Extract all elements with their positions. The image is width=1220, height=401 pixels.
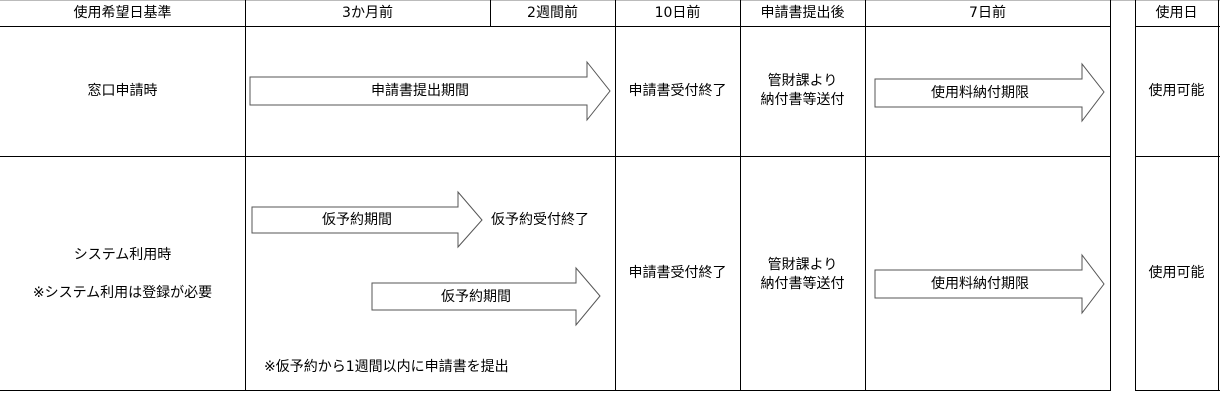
grid-line xyxy=(740,0,741,391)
arrow-provisional-period-2 xyxy=(371,266,601,327)
row2-after-line1: 管財課より xyxy=(767,257,838,273)
row2-provisional2-label: 仮予約期間 xyxy=(441,289,511,305)
arrow-provisional-period-1 xyxy=(251,190,483,249)
grid-line xyxy=(0,26,1111,27)
row2-ten-days: 申請書受付終了 xyxy=(628,265,727,281)
row1-arrow-submit-label: 申請書提出期間 xyxy=(371,83,469,99)
grid-line xyxy=(615,0,616,391)
header-seven-days: 7日前 xyxy=(969,5,1006,21)
grid-line xyxy=(0,0,1220,1)
grid-line xyxy=(245,0,246,391)
row2-provisional1-label: 仮予約期間 xyxy=(322,212,392,228)
grid-line xyxy=(490,0,491,26)
header-ten-days: 10日前 xyxy=(654,5,701,21)
arrow-fee-deadline-row2 xyxy=(874,253,1105,315)
row1-ten-days: 申請書受付終了 xyxy=(628,83,727,99)
row2-label: システム利用時 xyxy=(73,247,172,263)
grid-line xyxy=(0,390,1111,391)
header-three-months: 3か月前 xyxy=(342,5,393,21)
row1-use-day: 使用可能 xyxy=(1148,83,1205,99)
row1-fee-label: 使用料納付期限 xyxy=(931,85,1029,101)
grid-line xyxy=(1110,0,1111,391)
header-use-day: 使用日 xyxy=(1155,5,1198,21)
grid-line xyxy=(865,0,866,391)
grid-line xyxy=(1135,0,1136,391)
grid-line xyxy=(0,156,1111,157)
header-after-submission: 申請書提出後 xyxy=(760,5,845,21)
header-basis: 使用希望日基準 xyxy=(73,5,172,21)
grid-line xyxy=(1135,156,1220,157)
row2-use-day: 使用可能 xyxy=(1148,265,1205,281)
arrow-fee-deadline-row1 xyxy=(874,62,1105,123)
row2-after-line2: 納付書等送付 xyxy=(760,276,845,292)
row2-fee-label: 使用料納付期限 xyxy=(931,276,1029,292)
grid-line xyxy=(1135,390,1220,391)
row1-label: 窓口申請時 xyxy=(87,83,158,99)
header-two-weeks: 2週間前 xyxy=(527,5,578,21)
row2-provisional-end: 仮予約受付終了 xyxy=(491,212,589,228)
row2-label-note: ※システム利用は登録が必要 xyxy=(32,285,213,301)
row2-provisional-note: ※仮予約から1週間以内に申請書を提出 xyxy=(264,359,509,375)
row1-after-line2: 納付書等送付 xyxy=(760,92,845,108)
grid-line xyxy=(1218,0,1219,391)
grid-line xyxy=(1135,26,1220,27)
row1-after-line1: 管財課より xyxy=(767,73,838,89)
arrow-submit-period xyxy=(249,60,611,122)
